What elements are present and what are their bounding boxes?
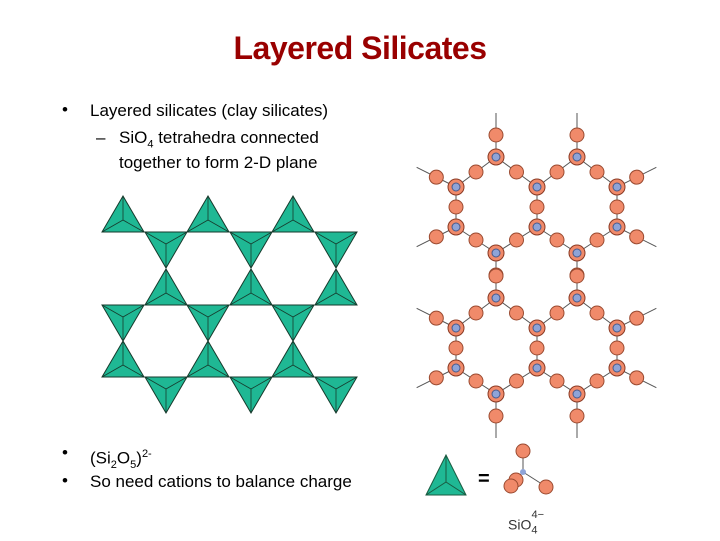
bullet-marker: • [62,471,68,490]
sub-bullet-marker: – [96,128,106,147]
slide-title: Layered Silicates [233,30,487,66]
sio4-label: SiO44− [508,509,545,537]
sub-bullet-sio4: SiO4 tetrahedra connected [119,128,319,151]
bullet-formula: (Si2O5)2- [90,448,152,472]
bullet-layered-silicates: Layered silicates (clay silicates) [90,101,329,120]
equals-sign: = [478,468,490,490]
bullet-marker: • [62,100,68,119]
bullet-cations: So need cations to balance charge [90,472,352,491]
bullet-marker: • [62,443,68,462]
sub-bullet-line2: together to form 2-D plane [119,153,318,172]
